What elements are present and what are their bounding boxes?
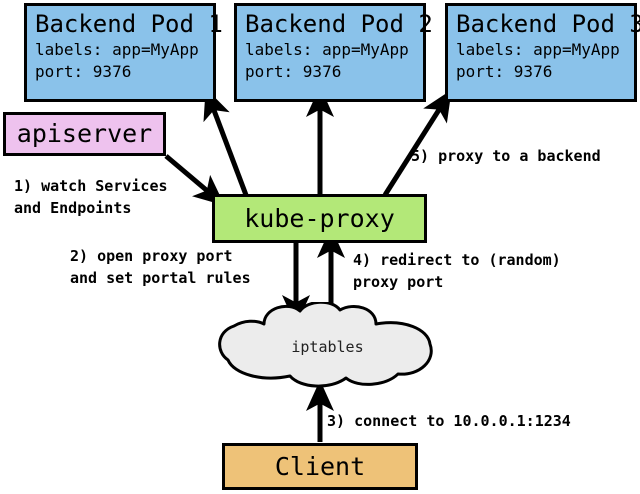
backend-pod-2-port: port: 9376 [245,62,342,81]
edge-label-step-4-line1: 4) redirect to (random) [353,251,561,269]
backend-pod-1-port: port: 9376 [35,62,132,81]
arrow-apiserver-to-kubeproxy [164,154,225,206]
edge-label-step-1-line1: 1) watch Services [14,177,168,195]
kube-proxy-box[interactable]: kube-proxy [212,194,427,243]
edge-label-step-3-line1: 3) connect to 10.0.0.1:1234 [327,412,571,430]
edge-label-step-2-line1: 2) open proxy port [70,247,233,265]
backend-pod-3-box[interactable]: Backend Pod 3 labels: app=MyApp port: 93… [445,3,640,102]
arrow-kubeproxy-to-pod1 [203,88,249,196]
backend-pod-1-labels: labels: app=MyApp [35,40,199,59]
backend-pod-1-box[interactable]: Backend Pod 1 labels: app=MyApp port: 93… [24,3,223,102]
edge-label-step-2-line2: and set portal rules [70,269,251,287]
iptables-label: iptables [291,338,364,356]
apiserver-label: apiserver [16,119,153,148]
client-box[interactable]: Client [222,443,418,490]
backend-pod-3-port: port: 9376 [456,62,553,81]
apiserver-box[interactable]: apiserver [3,112,166,156]
iptables-cloud[interactable]: iptables [190,300,465,390]
backend-pod-2-labels: labels: app=MyApp [245,40,409,59]
backend-pod-2-box[interactable]: Backend Pod 2 labels: app=MyApp port: 93… [234,3,433,102]
backend-pod-3-labels: labels: app=MyApp [456,40,620,59]
edge-label-step-4-line2: proxy port [353,273,444,291]
client-label: Client [274,451,366,481]
edge-label-step-5-line1: 5) proxy to a backend [411,147,601,165]
edge-label-step-1-line2: and Endpoints [14,199,132,217]
iptables-cloud-shape [218,300,433,388]
kube-proxy-label: kube-proxy [244,203,395,233]
backend-pod-3-title: Backend Pod 3 [456,10,640,38]
backend-pod-1-title: Backend Pod 1 [35,10,223,38]
backend-pod-2-title: Backend Pod 2 [245,10,433,38]
